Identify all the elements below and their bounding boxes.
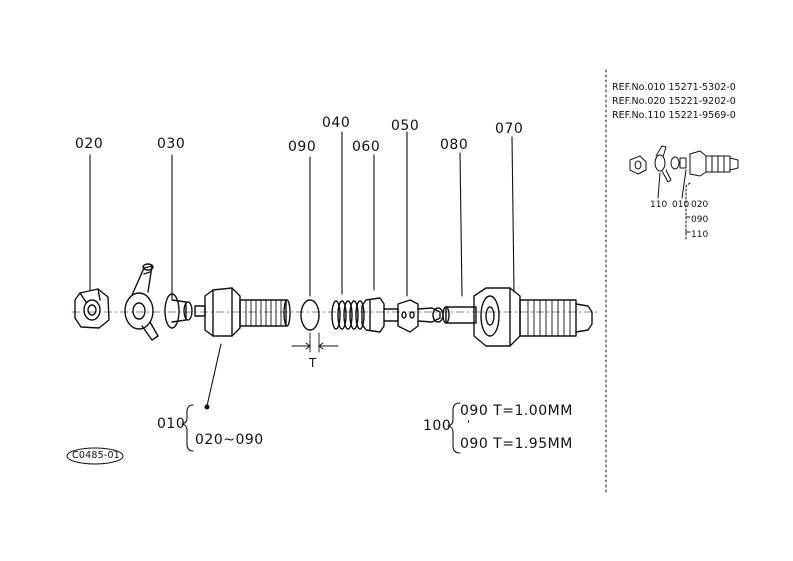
option-line-1: 090 T=1.00MM: [460, 403, 573, 419]
brace-010: [181, 404, 194, 452]
part-020-hex-nut: [74, 288, 110, 329]
brace-100: [447, 402, 461, 454]
label-060: 060: [352, 139, 381, 155]
option-line-2: 090 T=1.95MM: [460, 436, 573, 452]
inset-label-110: 110: [650, 200, 668, 210]
label-050: 050: [391, 118, 420, 134]
part-040-spring: [331, 300, 365, 330]
inset-assembly: [629, 145, 739, 241]
figure-code-oval: [66, 447, 124, 465]
leader-010-dot: [204, 404, 210, 410]
part-090-shim: [291, 299, 339, 353]
assembly-number: 010: [157, 416, 186, 432]
label-080: 080: [440, 137, 469, 153]
label-030: 030: [157, 136, 186, 152]
leader-lines: [89, 131, 515, 407]
part-030-banjo: [124, 263, 159, 341]
nozzle-holder-body: [194, 287, 291, 337]
option-separator: ': [467, 418, 471, 431]
inset-label-090: 090: [691, 215, 709, 225]
thickness-label: T: [309, 356, 317, 370]
label-070: 070: [495, 121, 524, 137]
ref-line-1: REF.No.010 15271-5302-0: [612, 82, 736, 93]
inset-label-020: 020: [691, 200, 709, 210]
part-070-retaining-nut: [473, 287, 593, 347]
leader-070: [511, 136, 515, 293]
part-030-flange: [164, 293, 193, 329]
assembly-range: 020~090: [195, 432, 264, 448]
leader-010: [206, 343, 222, 407]
ref-line-2: REF.No.020 15221-9202-0: [612, 96, 736, 107]
inset-label-110b: 110: [691, 230, 709, 240]
inset-label-010: 010: [672, 200, 690, 210]
figure-code: C0485-01: [72, 450, 120, 461]
part-050-valve: [397, 299, 444, 333]
label-090: 090: [288, 139, 317, 155]
label-020: 020: [75, 136, 104, 152]
option-number: 100: [423, 418, 452, 434]
leader-080: [459, 152, 463, 297]
ref-line-3: REF.No.110 15221-9569-0: [612, 110, 736, 121]
part-060-spacer: [361, 297, 399, 333]
label-040: 040: [322, 115, 351, 131]
part-080-needle: [442, 306, 477, 324]
